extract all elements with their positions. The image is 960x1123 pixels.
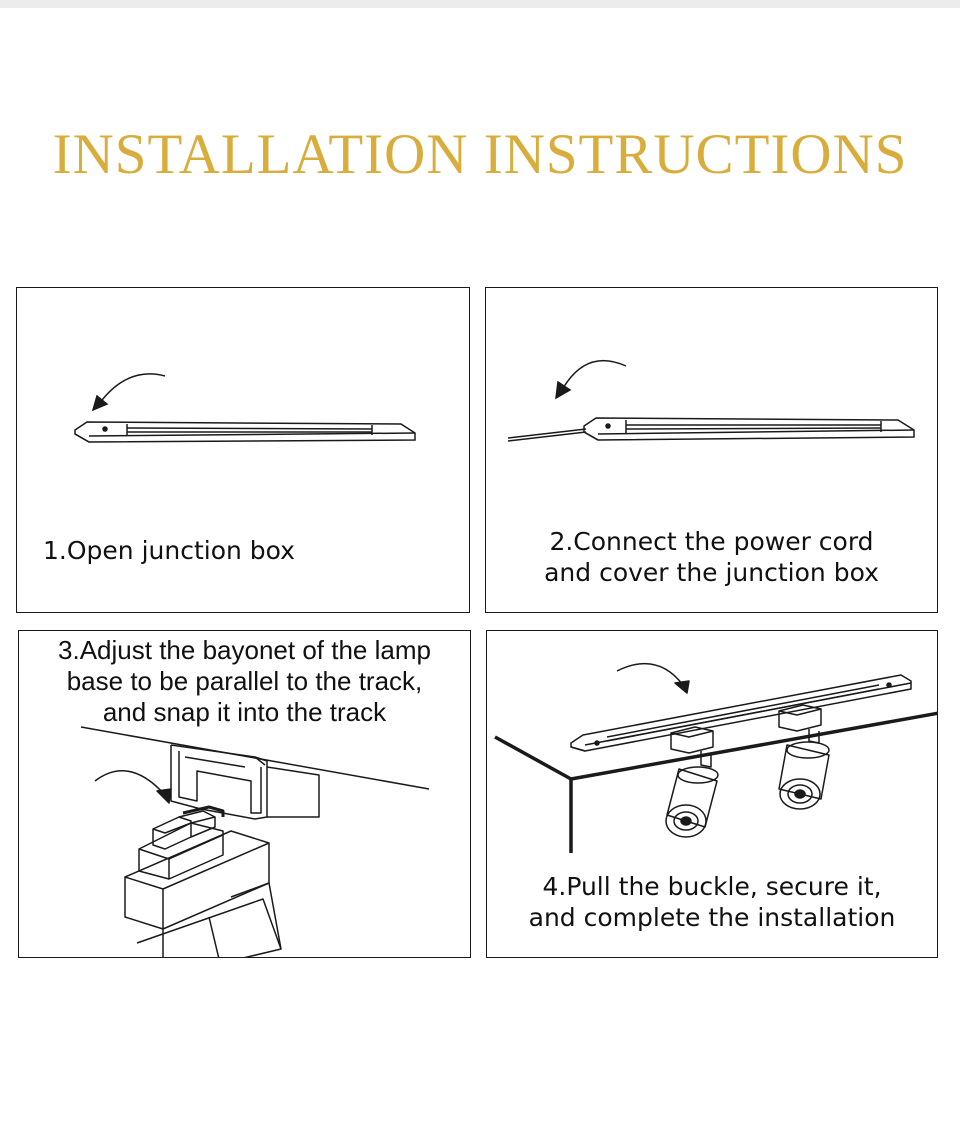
spotlights-mounted-on-track-icon [494,662,937,853]
step-3-caption: 3.Adjust the bayonet of the lamp base to… [58,635,431,727]
step-2-panel: 2.Connect the power cord and cover the j… [485,287,938,613]
step-2-caption: 2.Connect the power cord and cover the j… [544,527,879,587]
top-bar [0,0,960,8]
step-3-panel: 3.Adjust the bayonet of the lamp base to… [18,630,471,958]
step-1-caption: 1.Open junction box [43,536,295,565]
step-4-panel: 4.Pull the buckle, secure it, and comple… [486,630,938,958]
lamp-base-snap-into-track-icon [80,726,430,957]
step-4-caption: 4.Pull the buckle, secure it, and comple… [528,872,896,932]
page-title: INSTALLATION INSTRUCTIONS [52,123,908,186]
step-1-panel: 1.Open junction box [16,287,470,613]
track-rail-with-arrow-icon [74,373,416,443]
track-rail-with-power-cord-icon [507,359,915,442]
